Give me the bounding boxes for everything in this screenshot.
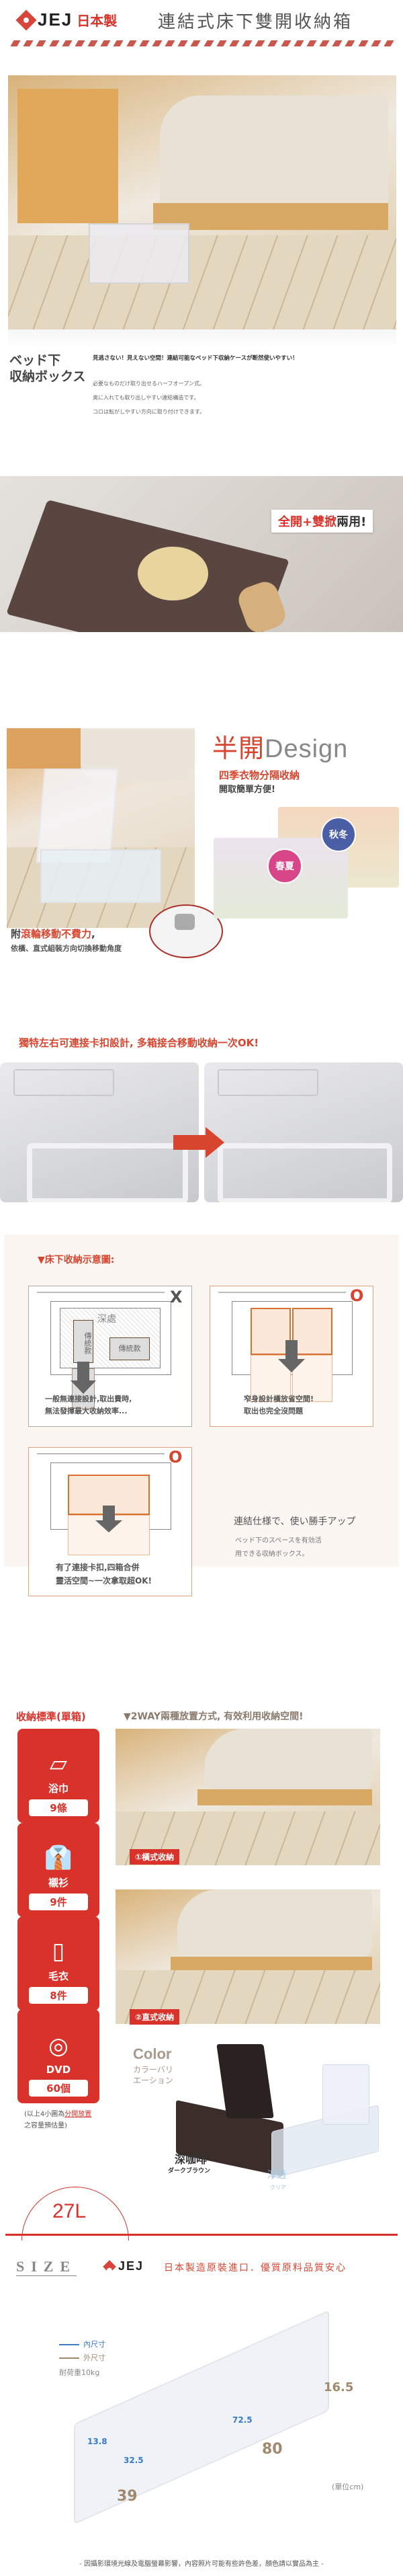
hero-bedroom-photo bbox=[8, 75, 396, 329]
storage-card-shirt: 👔 襯衫 9件 bbox=[17, 1823, 99, 1917]
inner-legend-line bbox=[59, 2344, 79, 2345]
intro-body: 必要なものだけ取り出せるハーフオープン式。 奥に入れても取り出しやすい連結構造で… bbox=[93, 381, 206, 415]
brown-box-photo bbox=[0, 476, 403, 632]
logo-star-icon bbox=[15, 9, 37, 31]
towel-icon: ▱ bbox=[49, 1750, 68, 1777]
color-clear-jp: クリア bbox=[270, 2185, 286, 2191]
diagram-jp-title: 連結仕様で、使い勝手アップ bbox=[234, 1516, 356, 1527]
storage-title: 收納標準(單箱) bbox=[16, 1711, 86, 1723]
color-clear-name: 淨透 bbox=[267, 2170, 286, 2181]
page-title: 連結式床下雙開收納箱 bbox=[158, 12, 353, 32]
load-capacity: 耐荷重10kg bbox=[59, 2368, 100, 2377]
horizontal-storage-photo bbox=[116, 1729, 380, 1865]
outer-legend: 外尺寸 bbox=[83, 2353, 105, 2362]
diagram-card-traditional: 深處 傳統款 傳統款 X 一般無連接設計,取出費時, 無法發揮最大收納效率... bbox=[28, 1286, 192, 1427]
color-title: Color bbox=[133, 2045, 172, 2062]
o-mark-icon: O bbox=[169, 1448, 183, 1467]
storage-card-dvd: ◎ DVD 60個 bbox=[17, 2009, 99, 2103]
spring-summer-badge: 春夏 bbox=[267, 849, 302, 884]
size-label: SIZE bbox=[16, 2258, 77, 2276]
vertical-storage-label: ②直式收納 bbox=[130, 2009, 180, 2025]
diagram-card-connected: O 有了連接卡扣,四箱合併 靈活空間~一次拿取超OK! bbox=[28, 1447, 192, 1596]
color-brown-name: 深咖啡 bbox=[175, 2153, 208, 2166]
caster-wheel-icon bbox=[175, 914, 195, 930]
o-mark-icon: O bbox=[350, 1286, 364, 1305]
intro-heading: ベッド下 収納ボックス bbox=[9, 353, 86, 384]
clear-lid bbox=[322, 2064, 369, 2125]
caster-description: 依橫、直式組裝方向切換移動角度 bbox=[11, 944, 122, 953]
logo-star-icon bbox=[103, 2259, 116, 2273]
shirt-icon: 👔 bbox=[44, 1844, 73, 1871]
diagram-jp-body: ベッド下のスペースを有効活 用できる収納ボックス。 bbox=[235, 1537, 322, 1558]
brand-name: JEJ bbox=[38, 9, 73, 30]
red-divider bbox=[5, 2234, 398, 2236]
color-subtitle: カラーバリ エーション bbox=[133, 2065, 173, 2085]
sweater-icon: ▯ bbox=[52, 1938, 65, 1965]
connect-before-photo bbox=[0, 1062, 199, 1202]
open-mode-callout: 全開+雙掀兩用! bbox=[271, 510, 373, 533]
color-disclaimer: - 因攝影環境光線及電腦螢幕影響，內容照片可能有些許色差，顏色請以實品為主 - bbox=[79, 2561, 324, 2568]
made-in-japan: 日本製 bbox=[77, 13, 118, 29]
arrow-right-icon bbox=[173, 1135, 206, 1150]
inner-height: 13.8 bbox=[87, 2437, 107, 2446]
half-open-title: 半開Design bbox=[212, 734, 349, 763]
connect-headline: 獨特左右可連接卡扣設計, 多箱接合移動收納一次OK! bbox=[19, 1037, 259, 1049]
inner-width: 32.5 bbox=[124, 2456, 144, 2465]
arrow-head bbox=[206, 1127, 224, 1158]
inner-legend: 內尺寸 bbox=[83, 2340, 105, 2349]
decorative-divider bbox=[10, 40, 394, 46]
diagram-title: ▼床下收納示意圖: bbox=[38, 1255, 115, 1265]
autumn-winter-badge: 秋冬 bbox=[321, 817, 356, 852]
size-brand-logo: JEJ bbox=[103, 2259, 144, 2273]
connect-after-photo bbox=[204, 1062, 403, 1202]
inner-length: 72.5 bbox=[232, 2415, 253, 2425]
brown-lid bbox=[216, 2044, 274, 2118]
half-open-photo bbox=[7, 728, 195, 928]
dimension-box-illustration bbox=[74, 2310, 329, 2525]
outer-legend-line bbox=[59, 2357, 79, 2359]
x-mark-icon: X bbox=[170, 1288, 183, 1306]
vertical-storage-photo bbox=[116, 1889, 380, 2024]
color-brown-jp: ダークブラウン bbox=[168, 2168, 211, 2175]
unit-label: (單位cm) bbox=[332, 2483, 364, 2491]
storage-card-towel: ▱ 浴巾 9條 bbox=[17, 1729, 99, 1823]
storage-note: (以上4小圖為分開放置之容量預估量) bbox=[24, 2111, 92, 2130]
storage-card-sweater: ▯ 毛衣 8件 bbox=[17, 1916, 99, 2011]
intro-tagline: 見逃さない！見えない空間！連結可能なベッド下収納ケースが断然使いやすい！ bbox=[93, 355, 298, 362]
size-slogan: 日本製造原裝進口．優質原料品質安心 bbox=[164, 2263, 347, 2273]
easy-open-subtitle: 開取簡單方便! bbox=[219, 785, 275, 795]
capacity-value: 27L bbox=[52, 2200, 87, 2222]
outer-height: 16.5 bbox=[324, 2380, 354, 2394]
caster-headline: 附滾輪移動不費力, bbox=[11, 928, 95, 940]
diagram-card-slim: O 窄身設計橫放省空間! 取出也完全沒問題 bbox=[210, 1286, 373, 1427]
two-way-title: ▼2WAY兩種放置方式, 有效利用收納空間! bbox=[124, 1711, 304, 1722]
outer-length: 80 bbox=[262, 2441, 283, 2458]
brand-logo: JEJ 日本製 bbox=[15, 9, 118, 31]
outer-width: 39 bbox=[117, 2488, 138, 2505]
disc-icon: ◎ bbox=[48, 2033, 69, 2060]
seasonal-subtitle: 四季衣物分隔收納 bbox=[219, 769, 300, 781]
caster-zoom-circle bbox=[149, 904, 223, 958]
horizontal-storage-label: ①橫式收納 bbox=[130, 1849, 180, 1865]
